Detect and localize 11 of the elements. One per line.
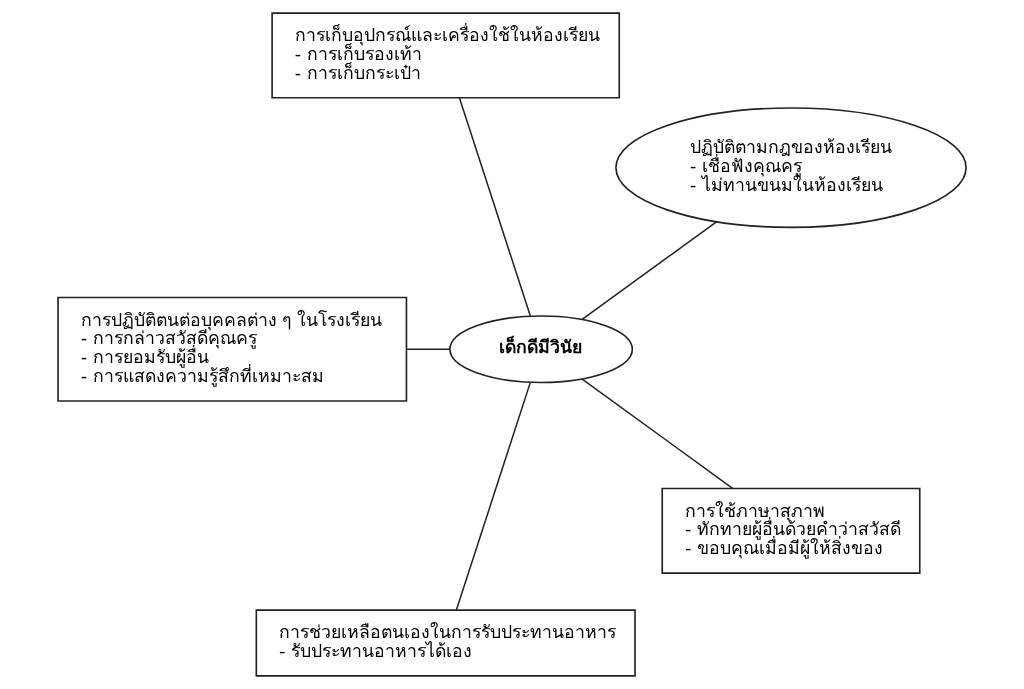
node-ellipse: เด็กดีมีวินัย [449, 315, 634, 384]
node-ellipse: ปฏิบัติตามกฎของห้องเรียน - เชื่อฟังคุณครู - ไม่ทานขนมในห้องเรียน [615, 107, 967, 229]
connector [581, 378, 734, 490]
node-box: การเก็บอุปกรณ์และเครื่องใช้ในห้องเรียน - การเก็บรองเท้า - การเก็บกระเป๋า [271, 12, 621, 99]
node-box: การปฏิบัติตนต่อบุคคลต่าง ๆ ในโรงเรียน - การกล่าวสวัสดีคุณครู - การยอมรับผู้อื่น - การแสดงความรู้สึกที่เหมาะสม [57, 296, 408, 402]
connector [581, 221, 718, 321]
connector [455, 381, 532, 611]
node-box: การช่วยเหลือตนเองในการรับประทานอาหาร - รับประทานอาหารได้เอง [255, 609, 636, 677]
node-box: การใช้ภาษาสุภาพ - ทักทายผู้อื่นด้วยคำว่าสวัสดี - ขอบคุณเมื่อมีผู้ให้สิ่งของ [661, 487, 921, 574]
connector [458, 97, 532, 317]
connector [406, 348, 451, 350]
